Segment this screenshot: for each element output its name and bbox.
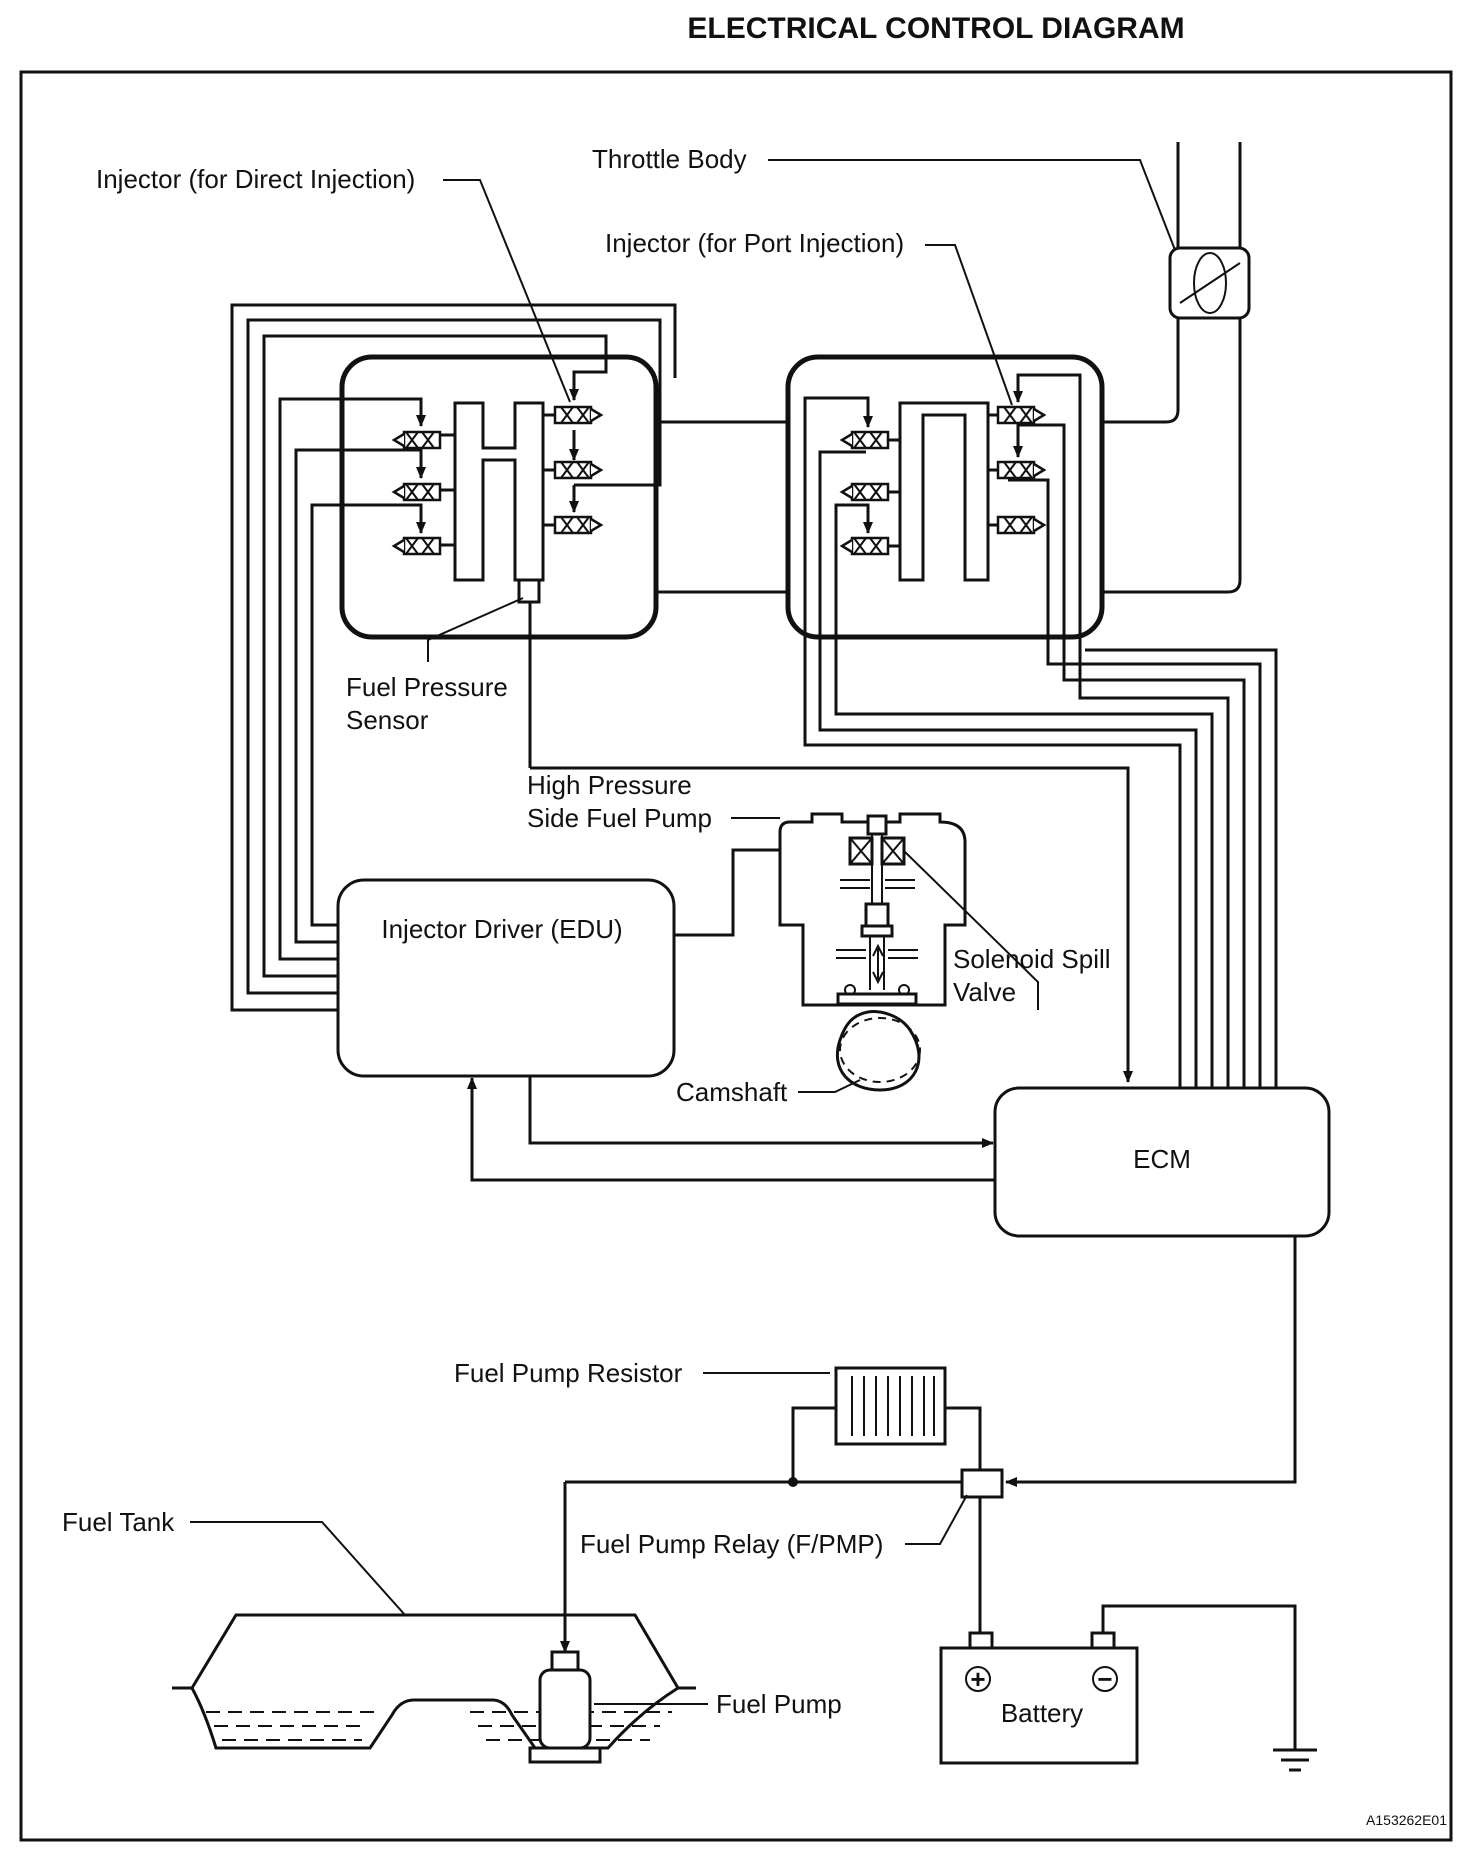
label-solenoid-1: Solenoid Spill <box>953 944 1111 974</box>
fuel-pump-circuit <box>560 1236 1297 1653</box>
figure-code: A153262E01 <box>1366 1812 1447 1828</box>
injector-icon <box>553 460 603 480</box>
fuel-pump-icon <box>528 1650 602 1764</box>
injector-icon <box>996 515 1046 535</box>
diagram-frame <box>19 70 1453 1842</box>
direct-injection-fuel-rail <box>430 401 565 582</box>
battery: + − Battery <box>939 1631 1139 1765</box>
high-pressure-fuel-pump <box>778 812 967 1007</box>
label-fuel-tank: Fuel Tank <box>62 1507 175 1537</box>
throttle-valve-icon <box>1193 252 1227 314</box>
leader-lines <box>190 159 1176 1705</box>
ecm-box <box>993 1086 1331 1238</box>
label-fuel-pressure-sensor-2: Sensor <box>346 705 429 735</box>
label-injector-port: Injector (for Port Injection) <box>605 228 904 258</box>
injector-icon <box>996 405 1046 425</box>
ground-icon <box>1101 1604 1317 1772</box>
port-injection-fuel-rail <box>878 401 1008 582</box>
camshaft-icon <box>835 1010 921 1092</box>
throttle-body <box>1100 142 1251 594</box>
port-injection-bank <box>785 354 1105 640</box>
label-camshaft: Camshaft <box>676 1077 788 1107</box>
battery-positive-symbol: + <box>970 1664 985 1694</box>
injector-icon <box>392 482 442 502</box>
battery-label: Battery <box>1001 1698 1083 1728</box>
label-hp-pump-2: Side Fuel Pump <box>527 803 712 833</box>
fuel-pump-relay-icon <box>960 1468 1004 1499</box>
port-injector-wiring <box>803 373 1278 1088</box>
injector-icon <box>996 460 1046 480</box>
battery-positive-icon <box>965 1666 991 1692</box>
injector-icon <box>392 536 442 556</box>
injector-icon <box>840 482 890 502</box>
injector-icon <box>553 405 603 425</box>
injector-icon <box>553 515 603 535</box>
fuel-tank <box>172 1613 696 1750</box>
injector-driver-box <box>336 878 676 1078</box>
injector-icon <box>840 430 890 450</box>
label-injector-direct: Injector (for Direct Injection) <box>96 164 415 194</box>
ecm-label: ECM <box>1133 1144 1191 1174</box>
label-hp-pump-1: High Pressure <box>527 770 692 800</box>
label-fuel-pump-resistor: Fuel Pump Resistor <box>454 1358 683 1388</box>
label-fuel-pressure-sensor-1: Fuel Pressure <box>346 672 508 702</box>
direct-injection-bank <box>339 354 659 640</box>
fuel-pump-resistor-icon <box>834 1366 947 1446</box>
injector-icon <box>840 536 890 556</box>
label-fuel-pump: Fuel Pump <box>716 1689 842 1719</box>
direct-injector-wiring <box>230 303 677 1012</box>
label-fuel-pump-relay: Fuel Pump Relay (F/PMP) <box>580 1529 883 1559</box>
battery-negative-symbol: − <box>1097 1664 1112 1694</box>
page-title: ELECTRICAL CONTROL DIAGRAM <box>687 12 1184 45</box>
injector-driver-label: Injector Driver (EDU) <box>381 914 622 944</box>
battery-negative-icon <box>1092 1666 1118 1692</box>
label-solenoid-2: Valve <box>953 977 1016 1007</box>
injector-icon <box>392 430 442 450</box>
label-throttle-body: Throttle Body <box>592 144 747 174</box>
